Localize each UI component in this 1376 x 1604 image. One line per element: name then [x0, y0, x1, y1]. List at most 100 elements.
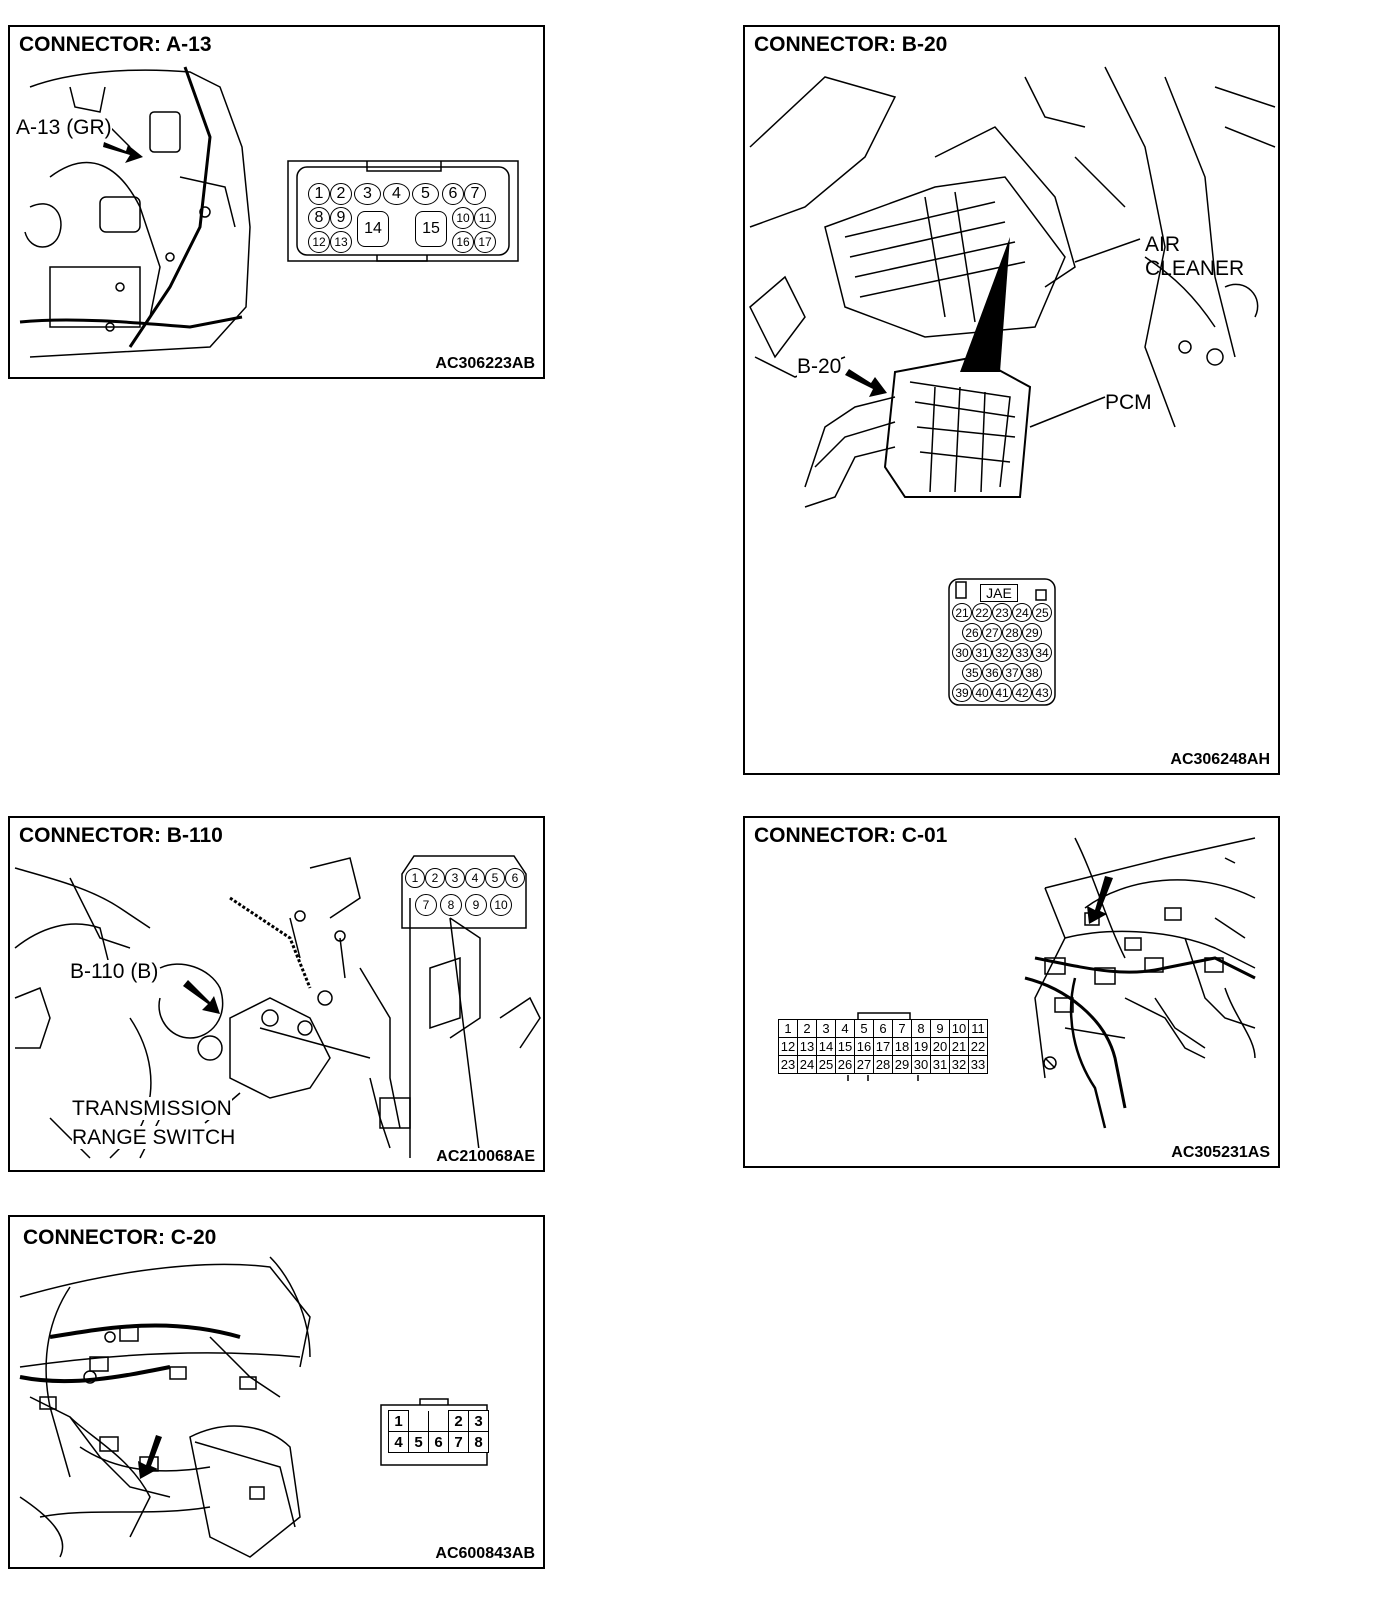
pin-14: 14	[816, 1037, 836, 1056]
figure-code: AC305231AS	[1168, 1144, 1270, 1162]
pin-22: 22	[968, 1037, 988, 1056]
pin-3: 3	[468, 1410, 489, 1432]
pin-21: 21	[949, 1037, 969, 1056]
pin-7: 7	[464, 183, 486, 205]
pin-25: 25	[816, 1055, 836, 1074]
pin-8: 8	[468, 1431, 489, 1453]
pin-2: 2	[425, 868, 445, 888]
pin-2: 2	[797, 1019, 817, 1038]
pin-15: 15	[415, 211, 447, 247]
pin-18: 18	[892, 1037, 912, 1056]
pin-23: 23	[778, 1055, 798, 1074]
pin-40: 40	[972, 683, 992, 702]
pin-12: 12	[778, 1037, 798, 1056]
pin-42: 42	[1012, 683, 1032, 702]
panel-connector-b20: CONNECTOR: B-20	[743, 25, 1280, 775]
air-cleaner-label-line1: AIR	[1145, 233, 1181, 256]
connector-outline	[287, 160, 519, 262]
pin-9: 9	[465, 894, 487, 916]
pin-32: 32	[992, 643, 1012, 662]
pin-28: 28	[1002, 623, 1022, 642]
pin-11: 11	[968, 1019, 988, 1038]
dashboard-harness-illustration	[1024, 837, 1256, 1129]
pin-6: 6	[505, 868, 525, 888]
pin-31: 31	[972, 643, 992, 662]
pin-43: 43	[1032, 683, 1052, 702]
pin-1: 1	[308, 183, 330, 205]
pin-9: 9	[930, 1019, 950, 1038]
pin-17: 17	[873, 1037, 893, 1056]
pin-34: 34	[1032, 643, 1052, 662]
engine-bay-illustration	[19, 66, 251, 358]
pin-20: 20	[930, 1037, 950, 1056]
pin-8: 8	[308, 207, 330, 229]
pin-16: 16	[452, 231, 474, 253]
pin-21: 21	[952, 603, 972, 622]
pin-23: 23	[992, 603, 1012, 622]
transmission-illustration	[14, 857, 541, 1159]
pin-7: 7	[448, 1431, 469, 1453]
pin-29: 29	[1022, 623, 1042, 642]
pin-6: 6	[873, 1019, 893, 1038]
pin-39: 39	[952, 683, 972, 702]
maker-label: JAE	[980, 584, 1018, 602]
pin-14: 14	[357, 211, 389, 247]
pin-5: 5	[485, 868, 505, 888]
figure-code: AC600843AB	[432, 1545, 535, 1563]
panel-title: CONNECTOR: C-20	[23, 1226, 221, 1250]
connector-callout: B-110 (B)	[70, 960, 159, 984]
pin-10: 10	[452, 207, 474, 229]
connector-outline	[401, 855, 527, 929]
pin-1: 1	[405, 868, 425, 888]
pin-15: 15	[835, 1037, 855, 1056]
pin-12: 12	[308, 231, 330, 253]
pin-3: 3	[354, 183, 381, 205]
pin-26: 26	[835, 1055, 855, 1074]
pin-29: 29	[892, 1055, 912, 1074]
pin-1: 1	[388, 1410, 409, 1432]
connector-face-b20: JAE 21 22 23 24 25 26 27 28 29 30 31 32 …	[948, 578, 1056, 706]
panel-connector-b110: CONNECTOR: B-110	[8, 816, 545, 1172]
figure-code: AC210068AE	[433, 1148, 535, 1166]
pin-33: 33	[968, 1055, 988, 1074]
pin-24: 24	[1012, 603, 1032, 622]
pin-1: 1	[778, 1019, 798, 1038]
pin-4: 4	[388, 1431, 409, 1453]
figure-code: AC306223AB	[432, 355, 535, 373]
pin-41: 41	[992, 683, 1012, 702]
pin-11: 11	[474, 207, 496, 229]
pin-7: 7	[892, 1019, 912, 1038]
pin-13: 13	[797, 1037, 817, 1056]
connector-callout: A-13 (GR)	[16, 116, 112, 140]
pin-10: 10	[490, 894, 512, 916]
pin-33: 33	[1012, 643, 1032, 662]
engine-bay-illustration	[749, 66, 1276, 508]
figure-code: AC306248AH	[1167, 751, 1270, 769]
pin-2: 2	[330, 183, 352, 205]
panel-title: CONNECTOR: A-13	[19, 33, 216, 57]
console-harness-illustration	[19, 1256, 311, 1558]
panel-title: CONNECTOR: B-20	[754, 33, 952, 57]
pin-16: 16	[854, 1037, 874, 1056]
pin-28: 28	[873, 1055, 893, 1074]
blank-cavity	[428, 1410, 449, 1432]
panel-title: CONNECTOR: C-01	[754, 824, 952, 848]
pin-8: 8	[911, 1019, 931, 1038]
air-cleaner-label-line2: CLEANER	[1145, 257, 1245, 280]
connector-outline	[948, 578, 1056, 706]
panel-connector-a13: CONNECTOR: A-13 A-13 (GR)	[8, 25, 545, 379]
connector-callout: B-20	[797, 355, 842, 379]
pin-36: 36	[982, 663, 1002, 682]
pin-3: 3	[816, 1019, 836, 1038]
pin-10: 10	[949, 1019, 969, 1038]
pin-27: 27	[854, 1055, 874, 1074]
pin-6: 6	[442, 183, 464, 205]
